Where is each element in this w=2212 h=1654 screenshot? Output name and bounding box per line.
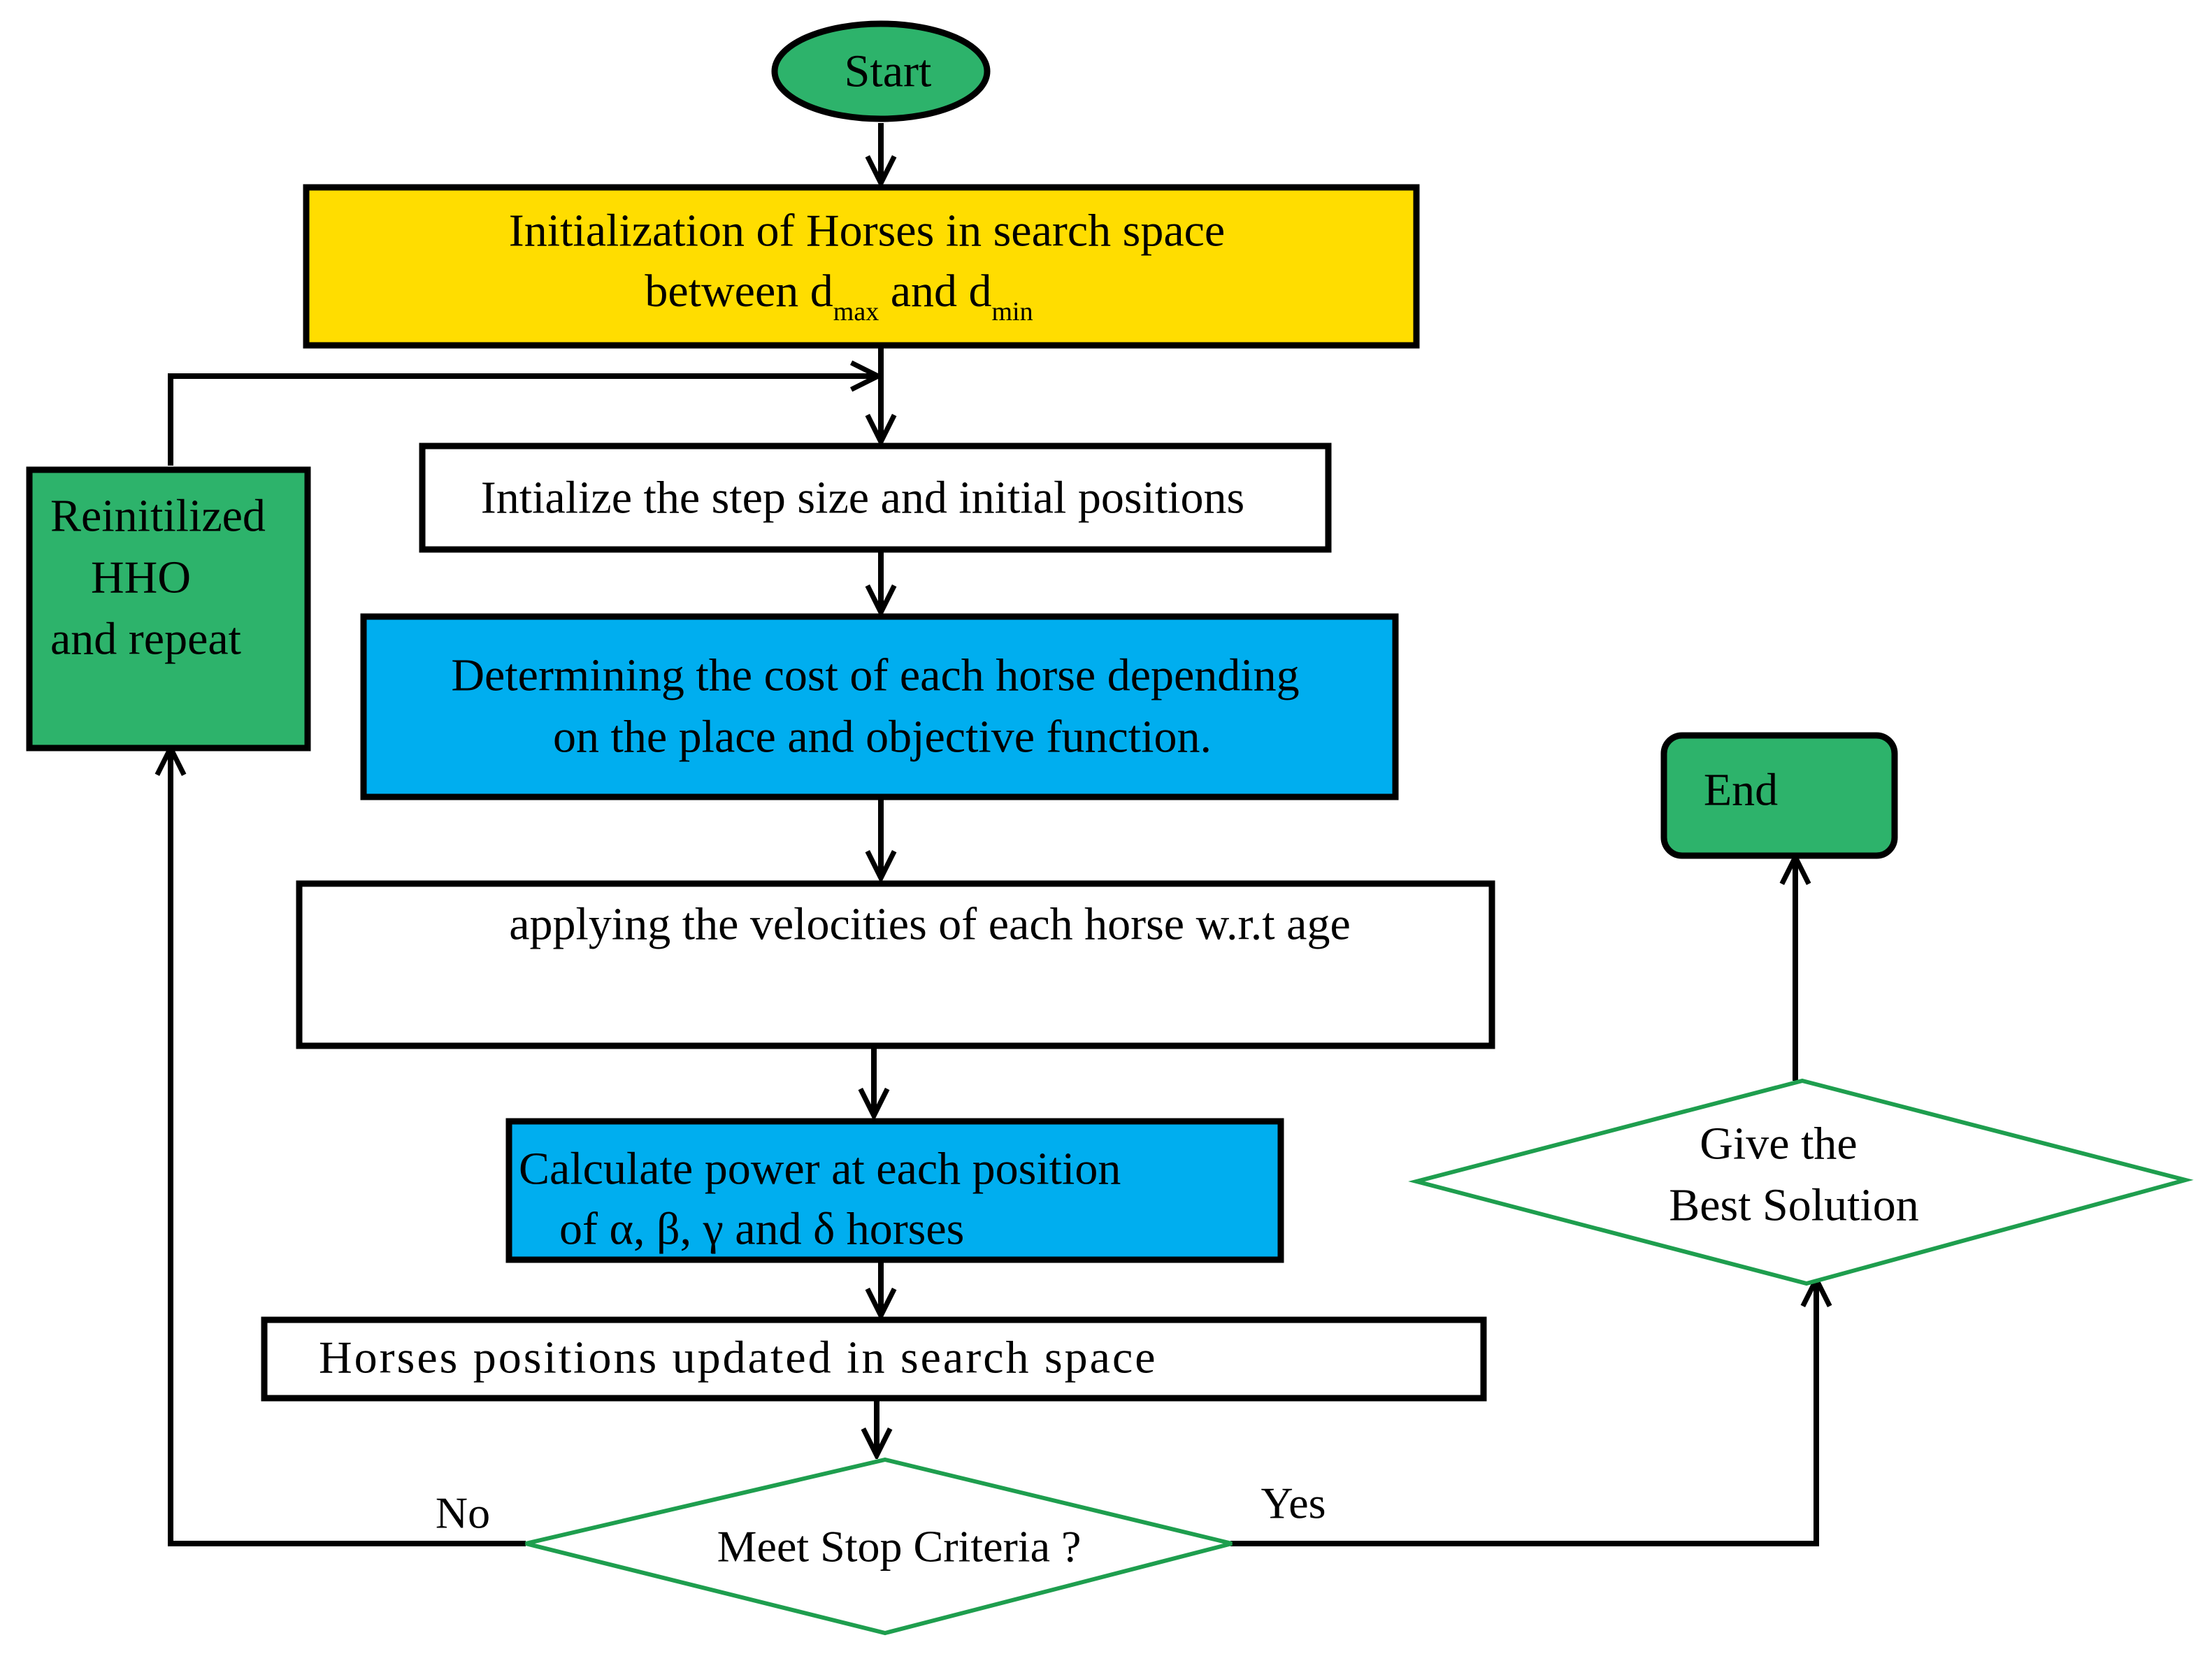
reinit-line2: HHO <box>91 552 191 603</box>
arrow-no-to-reinit <box>171 748 526 1546</box>
reinit-box <box>26 466 311 752</box>
velocities-box <box>296 880 1495 1049</box>
init-horses-line1: Initialization of Horses in search space <box>509 206 1225 257</box>
power-node: Calculate power at each position of α, β… <box>505 1118 1284 1263</box>
init-horses-box <box>303 184 1420 349</box>
init-horses-line2: between dmax and dmin <box>645 266 1033 327</box>
reinit-line1: Reinitilized <box>50 491 266 542</box>
cost-line2: on the place and objective function. <box>553 712 1212 763</box>
update-label: Horses positions updated in search space <box>319 1332 1158 1383</box>
reinit-line3: and repeat <box>50 614 241 665</box>
init-step-label: Intialize the step size and initial posi… <box>481 473 1244 524</box>
start-node: Start <box>771 20 991 122</box>
best-diamond <box>1408 1078 2194 1286</box>
best-node: Give the Best Solution <box>1408 1078 2194 1286</box>
best-line1: Give the <box>1700 1119 1857 1170</box>
cost-line1: Determining the cost of each horse depen… <box>451 650 1299 701</box>
init-step-node: Intialize the step size and initial posi… <box>419 443 1332 553</box>
edge-yes-label: Yes <box>1261 1479 1326 1528</box>
velocities-node: applying the velocities of each horse w.… <box>296 880 1495 1049</box>
reinit-node: Reinitilized HHO and repeat <box>26 466 311 752</box>
update-node: Horses positions updated in search space <box>261 1316 1487 1402</box>
stop-label: Meet Stop Criteria ? <box>717 1522 1082 1572</box>
end-node: End <box>1660 732 1898 859</box>
power-line1: Calculate power at each position <box>519 1144 1121 1195</box>
velocities-label: applying the velocities of each horse w.… <box>509 899 1350 950</box>
end-box <box>1660 732 1898 859</box>
init-step-box <box>419 443 1332 553</box>
connectors <box>168 123 1816 1546</box>
power-line2: of α, β, γ and δ horses <box>559 1204 964 1255</box>
stop-diamond <box>525 1457 1233 1636</box>
arrow-reinit-loop <box>168 376 878 466</box>
end-label: End <box>1704 765 1778 816</box>
edge-no-label: No <box>436 1488 490 1538</box>
stop-node: Meet Stop Criteria ? <box>525 1457 1233 1636</box>
cost-box <box>360 613 1399 800</box>
start-label: Start <box>845 46 932 97</box>
power-box <box>505 1118 1284 1263</box>
update-box <box>261 1316 1487 1402</box>
start-shape <box>771 20 991 122</box>
cost-node: Determining the cost of each horse depen… <box>360 613 1399 800</box>
best-line2: Best Solution <box>1669 1180 1919 1231</box>
init-horses-node: Initialization of Horses in search space… <box>303 184 1420 349</box>
arrow-yes-to-best <box>1230 1279 1816 1546</box>
